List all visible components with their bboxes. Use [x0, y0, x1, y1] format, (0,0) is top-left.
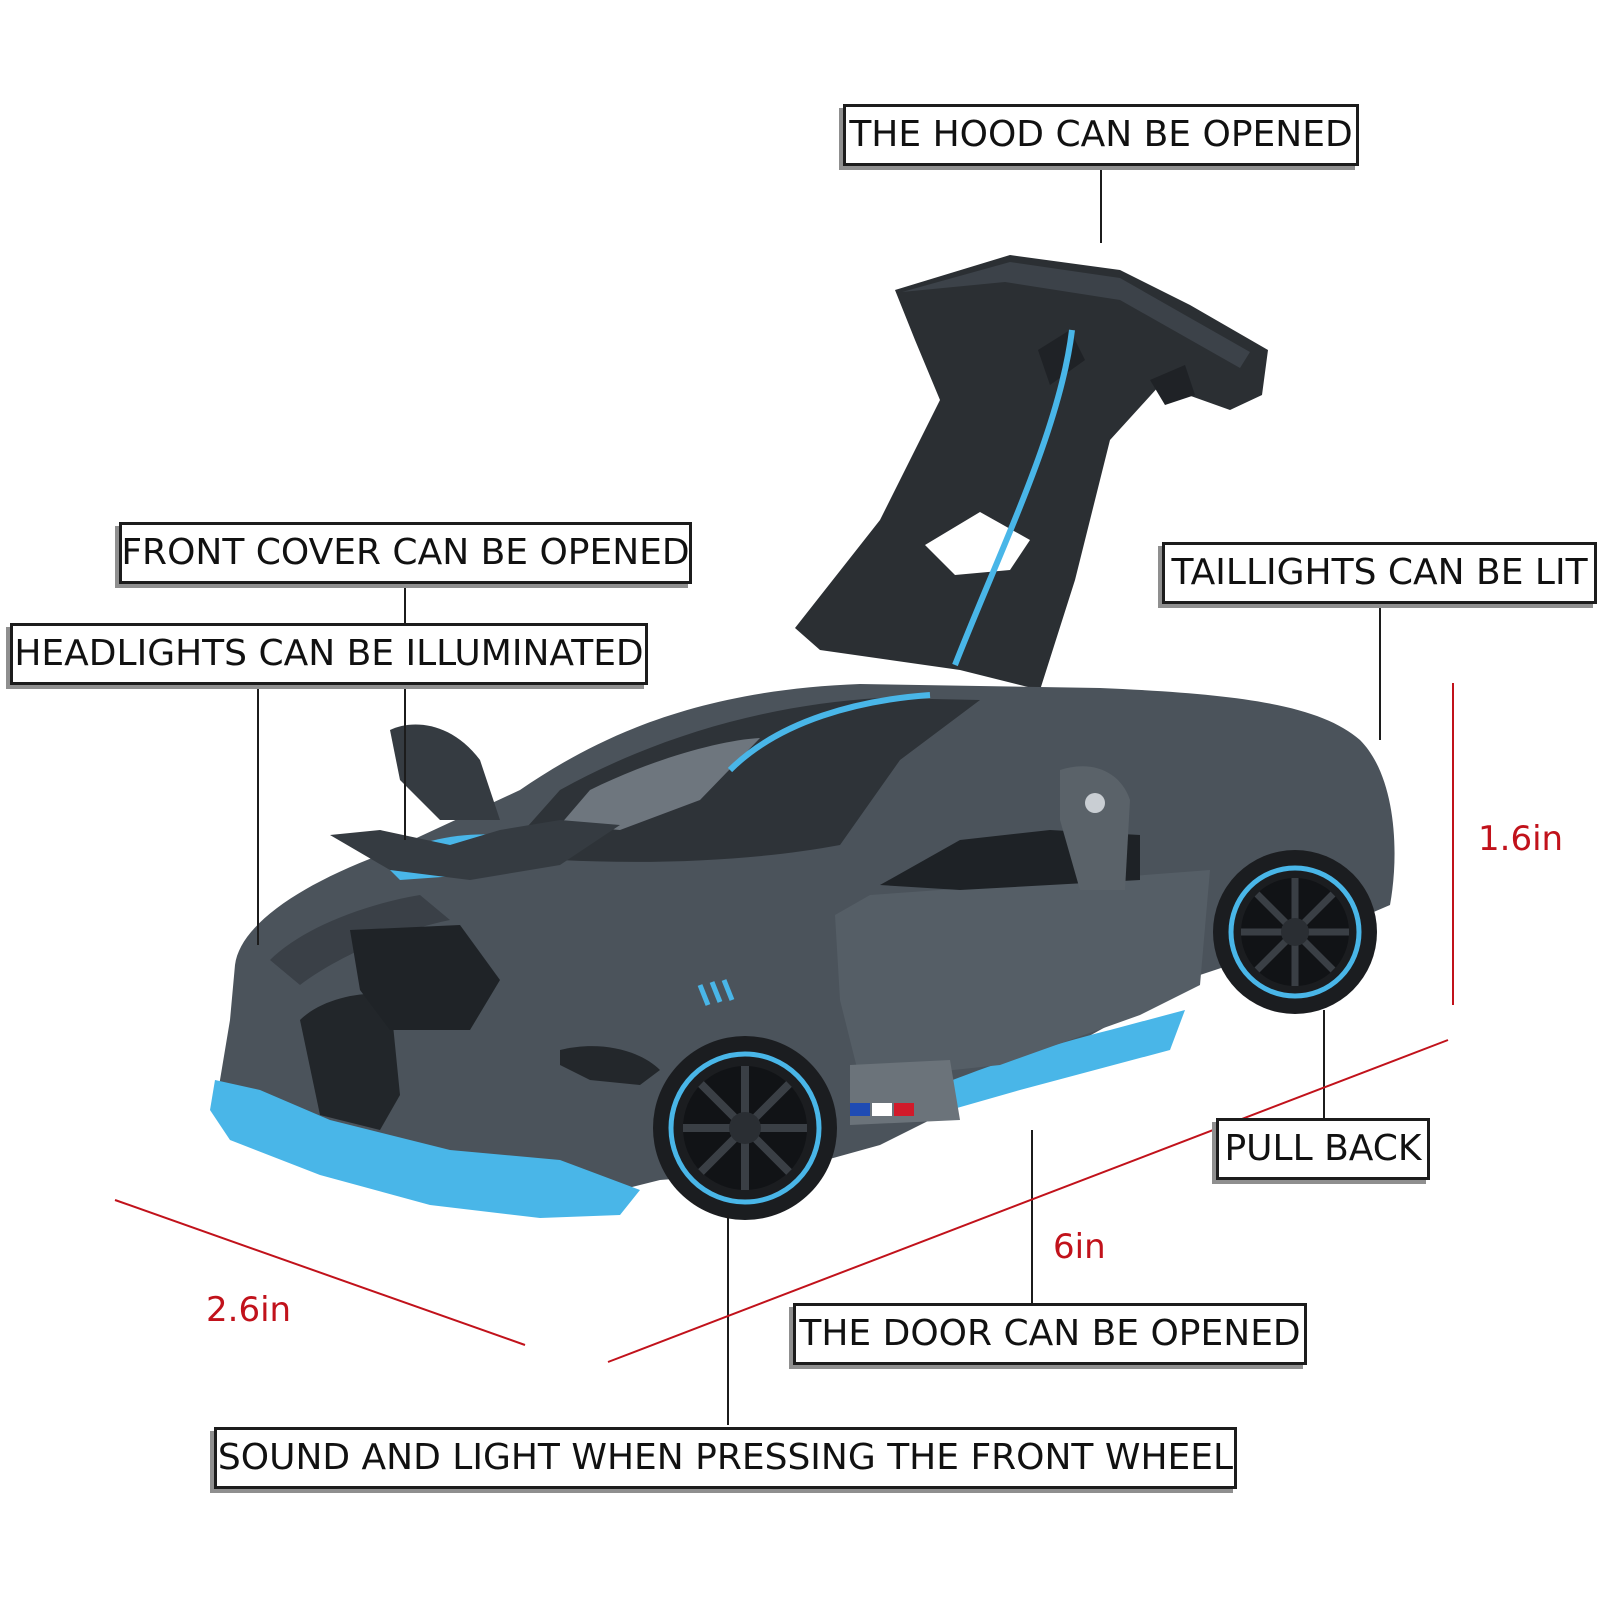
callout-door: THE DOOR CAN BE OPENED [793, 1303, 1307, 1365]
callout-front-cover: FRONT COVER CAN BE OPENED [119, 522, 692, 584]
dimension-line-width [114, 1199, 526, 1346]
dimension-label-height: 1.6in [1478, 819, 1564, 859]
callout-hood: THE HOOD CAN BE OPENED [843, 104, 1359, 166]
callout-taillights: TAILLIGHTS CAN BE LIT [1162, 542, 1597, 604]
open-canopy [795, 255, 1268, 690]
callout-headlights: HEADLIGHTS CAN BE ILLUMINATED [10, 623, 648, 685]
callout-pull-back: PULL BACK [1216, 1118, 1430, 1180]
callout-sound-light: SOUND AND LIGHT WHEN PRESSING THE FRONT … [214, 1427, 1237, 1489]
dimension-label-width: 2.6in [206, 1290, 292, 1330]
front-wheel [653, 1036, 837, 1220]
dimension-label-length: 6in [1053, 1227, 1106, 1267]
open-front-cover [330, 724, 620, 1030]
dimension-line-length [607, 1039, 1449, 1363]
rear-wheel [1213, 850, 1377, 1014]
